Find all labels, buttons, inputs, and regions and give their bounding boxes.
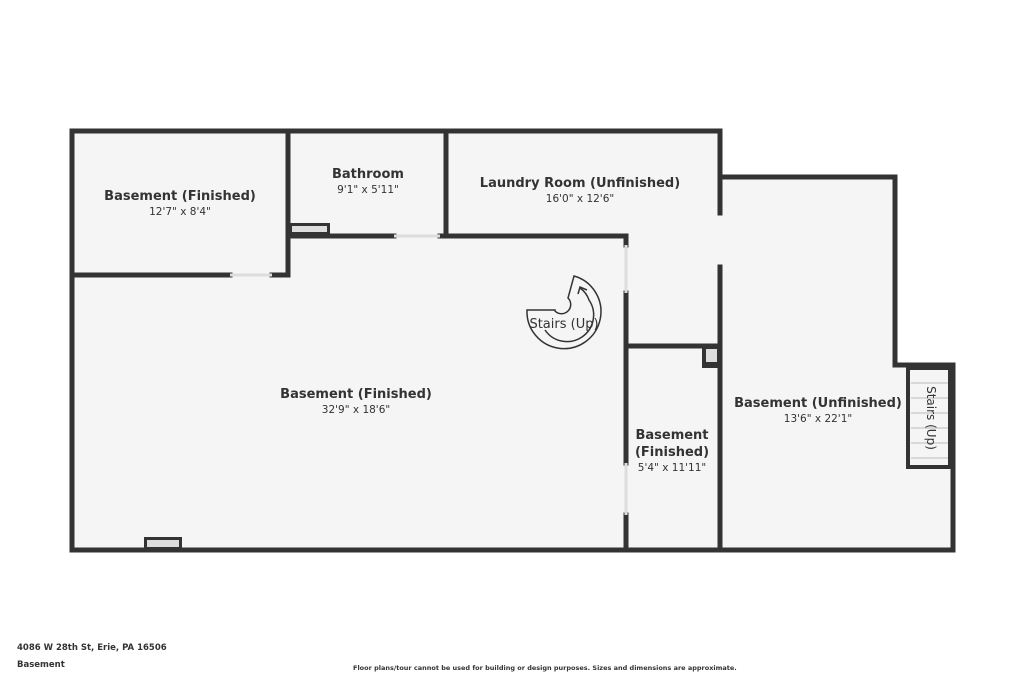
room-label: Basement (Finished) xyxy=(280,387,432,402)
room-dimensions: 16'0" x 12'6" xyxy=(546,193,614,205)
walls xyxy=(69,128,956,553)
stairs-label: Stairs (Up) xyxy=(529,317,598,332)
room-label: Basement xyxy=(635,428,708,443)
room-dimensions: 5'4" x 11'11" xyxy=(638,462,706,474)
room-label: Basement (Finished) xyxy=(104,189,256,204)
room-label: Laundry Room (Unfinished) xyxy=(480,176,680,191)
disclaimer: Floor plans/tour cannot be used for buil… xyxy=(353,664,737,672)
vents xyxy=(144,223,720,549)
straight-stairs xyxy=(906,366,952,469)
stairs-label: Stairs (Up) xyxy=(924,386,938,450)
address: 4086 W 28th St, Erie, PA 16506 xyxy=(17,643,167,653)
room-dimensions: 9'1" x 5'11" xyxy=(337,184,399,196)
spiral-stairs-icon xyxy=(526,275,602,350)
room-label: Bathroom xyxy=(332,167,404,182)
room-dimensions: 13'6" x 22'1" xyxy=(784,413,852,425)
room-dimensions: 12'7" x 8'4" xyxy=(149,206,211,218)
room-label: Basement (Unfinished) xyxy=(734,396,902,411)
room-dimensions: 32'9" x 18'6" xyxy=(322,404,390,416)
openings xyxy=(230,234,628,515)
room-label: (Finished) xyxy=(635,445,709,460)
floor-name: Basement xyxy=(17,660,65,670)
